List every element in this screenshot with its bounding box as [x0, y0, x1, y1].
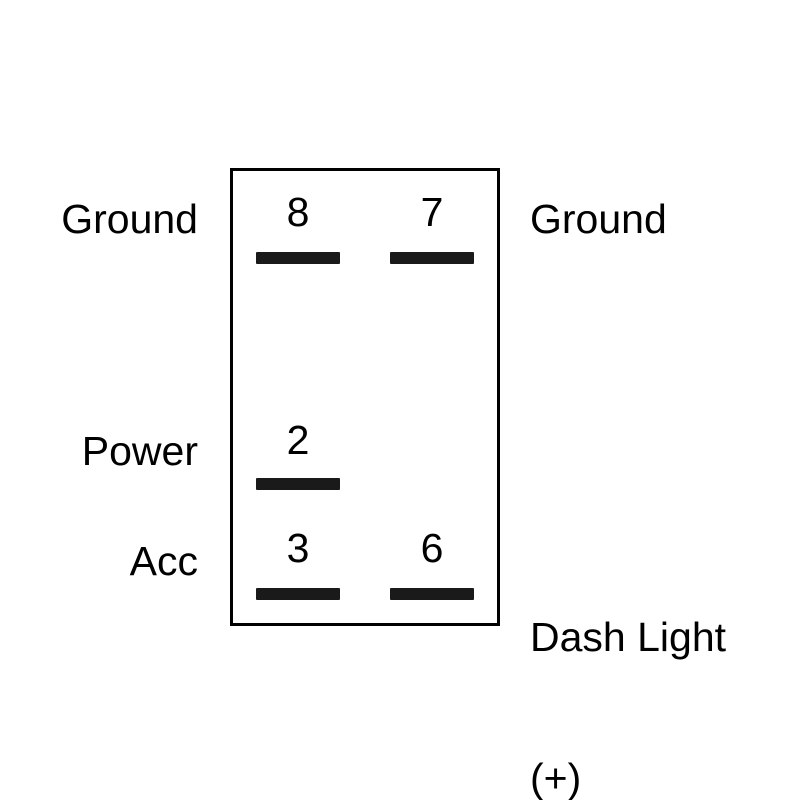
label-power: Power [81, 428, 198, 474]
terminal-blade-2 [256, 478, 340, 490]
terminal-number-6: 6 [420, 525, 444, 571]
terminal-number-3: 3 [286, 525, 310, 571]
terminal-number-2: 2 [286, 417, 310, 463]
label-acc: Acc [129, 538, 198, 584]
label-dash-light: Dash Light (+) [530, 520, 726, 800]
terminal-blade-6 [390, 588, 474, 600]
terminal-number-8: 8 [286, 189, 310, 235]
terminal-blade-8 [256, 252, 340, 264]
switch-body-outline [230, 168, 500, 626]
label-ground-right: Ground [530, 196, 667, 242]
terminal-blade-7 [390, 252, 474, 264]
terminal-blade-3 [256, 588, 340, 600]
terminal-number-7: 7 [420, 189, 444, 235]
label-dash-light-line-1: Dash Light [530, 614, 727, 660]
label-ground-left: Ground [61, 196, 198, 242]
label-dash-light-line-2: (+) [530, 755, 582, 800]
